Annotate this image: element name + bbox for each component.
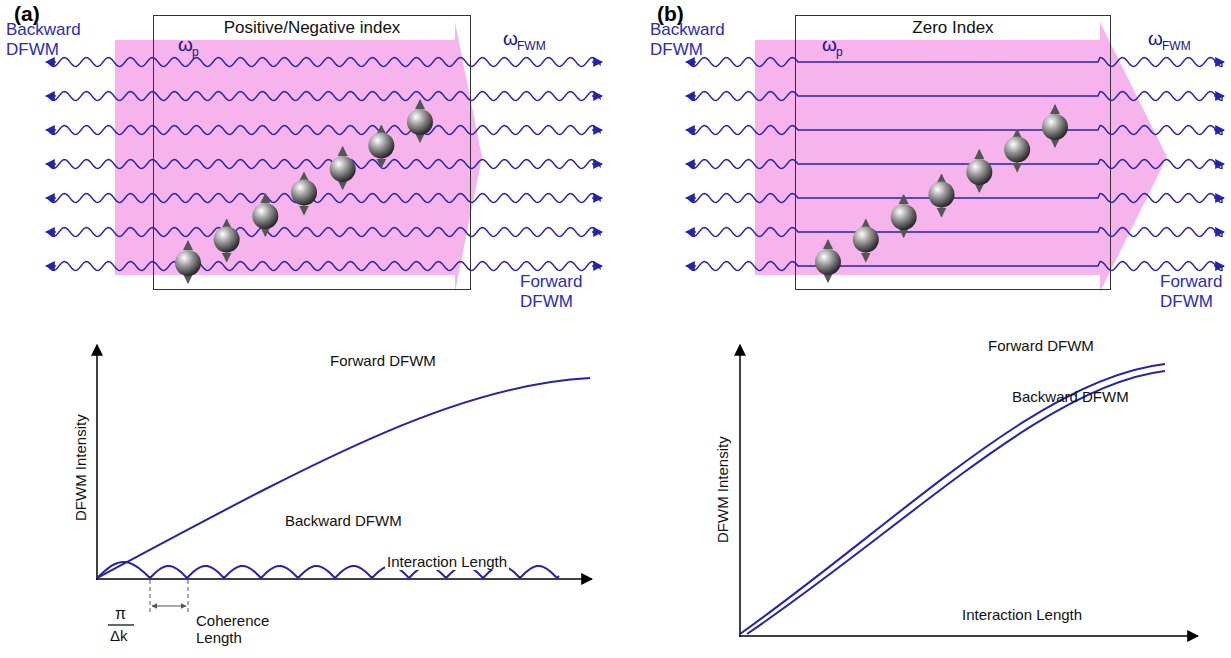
symbol: ω [1148,28,1163,50]
subscript: p [192,46,199,60]
dipole [214,227,240,253]
dipole [1042,114,1068,140]
fraction-top: π [115,605,126,623]
symbol: ω [178,34,193,56]
axis-label: DFWM Intensity [71,415,88,522]
wave [48,58,600,67]
wave [688,58,1222,67]
wave [48,92,600,101]
wave [48,262,600,271]
curve-label: Backward DFWM [1012,388,1129,405]
wave [48,126,600,135]
curve-label: Forward DFWM [988,337,1094,354]
axis-label: Interaction Length [385,553,509,570]
wave [688,160,1222,169]
subscript: p [836,46,843,60]
wave [48,228,600,237]
dipole [966,159,992,185]
backward-curve [747,371,1165,634]
pump-beam [115,22,482,292]
beam-label: Backward DFWM [6,20,86,59]
dipole [291,180,317,206]
subscript: FWM [1162,40,1191,54]
forward-curve [97,378,590,578]
subscript: FWM [517,40,546,54]
forward-curve [740,364,1165,634]
dipole [175,250,201,276]
dipole [891,204,917,230]
axis-label: Interaction Length [962,606,1082,623]
dipole [368,133,394,159]
symbol: ω [822,34,837,56]
fraction-bottom: Δk [110,627,128,644]
axis-label: DFWM Intensity [713,437,730,544]
wave [48,160,600,169]
dipole [815,249,841,275]
material-box: Positive/Negative index [153,15,471,290]
dipole [929,182,955,208]
dipole [330,156,356,182]
wave [688,228,1222,237]
wave [688,194,1222,203]
annotation: Coherence Length [196,612,276,647]
wave [48,194,600,203]
beam-label: Forward DFWM [1160,272,1228,311]
curve-label: Backward DFWM [285,512,402,529]
dipole [407,109,433,135]
box-title: Zero Index [796,16,1110,38]
dipole [853,227,879,253]
symbol: ω [503,28,518,50]
dipole [1004,137,1030,163]
beam-label: Forward DFWM [520,272,600,311]
wave [688,92,1222,101]
dipole [252,203,278,229]
wave [688,126,1222,135]
curve-label: Forward DFWM [330,352,436,369]
wave [688,262,1222,271]
box-title: Positive/Negative index [154,16,470,38]
beam-label: Backward DFWM [650,20,730,59]
